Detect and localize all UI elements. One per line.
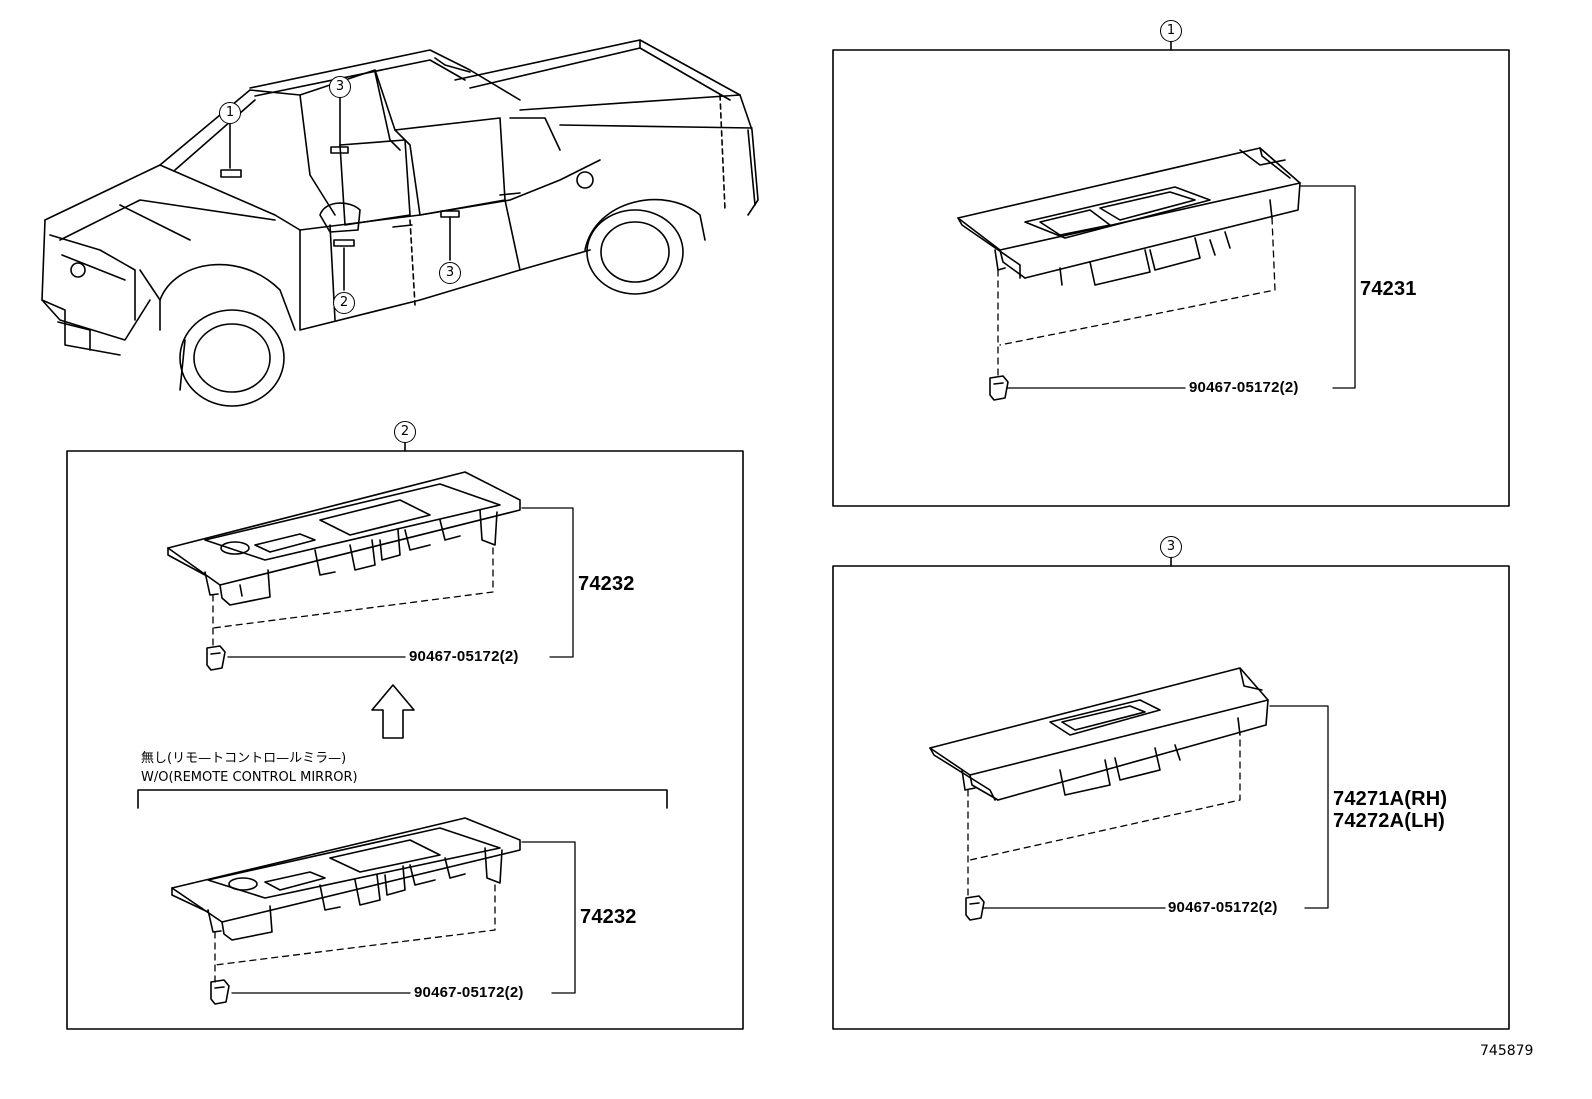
panel-2-switch-bezel-bottom xyxy=(171,817,521,941)
panel-3-clip xyxy=(965,895,985,921)
condition-note-english: W/O(REMOTE CONTROL MIRROR) xyxy=(141,770,358,785)
callout-2-truck: 2 xyxy=(333,292,355,314)
condition-note-japanese: 無し(リモ—トコントロ—ルミラ—) xyxy=(141,751,347,766)
part-number-clip-panel-2-top: 90467-05172(2) xyxy=(409,648,519,665)
part-number-74231: 74231 xyxy=(1360,278,1417,300)
panel-2-clip-top xyxy=(206,645,226,671)
part-number-clip-panel-2-bottom: 90467-05172(2) xyxy=(414,984,524,1001)
part-number-74232-bottom: 74232 xyxy=(580,906,637,928)
panel-1-frame xyxy=(832,41,1510,507)
panel-3-frame xyxy=(832,557,1510,1030)
panel-2-clip-bottom xyxy=(210,979,230,1005)
panel-2-leaders-bottom xyxy=(214,841,576,994)
part-number-clip-panel-3: 90467-05172(2) xyxy=(1168,899,1278,916)
drawing-number: 745879 xyxy=(1480,1043,1534,1059)
panel-2-frame xyxy=(66,442,744,1030)
callout-3-truck-roof: 3 xyxy=(329,76,351,98)
callout-panel-2: 2 xyxy=(394,421,416,443)
callout-1-truck: 1 xyxy=(219,102,241,124)
part-number-74272a-lh: 74272A(LH) xyxy=(1333,810,1446,832)
part-number-clip-panel-1: 90467-05172(2) xyxy=(1189,379,1299,396)
panel-1-switch-bezel xyxy=(957,147,1301,286)
panel-1-clip xyxy=(989,375,1009,401)
panel-2-leaders-top xyxy=(212,507,574,658)
callout-panel-3: 3 xyxy=(1160,536,1182,558)
arrow-up-outline-icon xyxy=(371,684,415,739)
panel-3-switch-bezel xyxy=(929,667,1269,801)
panel-1-leaders xyxy=(997,185,1356,389)
part-number-74271a-rh: 74271A(RH) xyxy=(1333,788,1448,810)
panel-3-leaders xyxy=(967,705,1329,909)
callout-panel-1: 1 xyxy=(1160,20,1182,42)
panel-2-switch-bezel-top xyxy=(167,471,521,606)
part-number-74232-top: 74232 xyxy=(578,573,635,595)
truck-illustration xyxy=(41,39,759,407)
callout-3-truck-door: 3 xyxy=(439,262,461,284)
